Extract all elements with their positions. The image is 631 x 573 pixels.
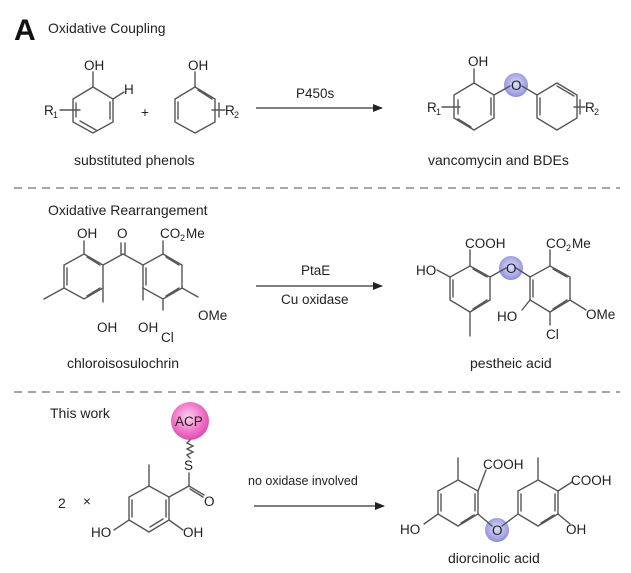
molecule-phenol-2: OH R 2 <box>174 58 239 134</box>
svg-text:HO: HO <box>497 309 517 324</box>
svg-text:Me: Me <box>572 236 591 251</box>
svg-text:CO: CO <box>160 226 180 241</box>
product-caption-2: pestheic acid <box>470 355 552 371</box>
section-heading-oxidative-rearrangement: Oxidative Rearrangement <box>48 202 208 218</box>
svg-text:OH: OH <box>77 226 97 241</box>
svg-text:OH: OH <box>138 320 158 335</box>
acp-highlight <box>171 402 209 440</box>
svg-text:O: O <box>506 261 517 276</box>
molecule-orsellinyl-acp-thioester: ACP S O HO OH <box>91 402 215 540</box>
svg-text:Me: Me <box>186 226 205 241</box>
panel-label: A <box>14 14 36 47</box>
molecule-phenol-1: OH H R 1 <box>44 58 134 134</box>
svg-text:Cl: Cl <box>161 330 174 345</box>
svg-text:2: 2 <box>234 110 239 120</box>
product-caption-3: diorcinolic acid <box>448 550 540 566</box>
ether-oxygen-highlight <box>499 256 523 280</box>
molecule-chloroisosulochrin: OH O CO 2 Me OH OH Cl OMe <box>43 226 227 345</box>
svg-text:OH: OH <box>97 320 117 335</box>
section-heading-this-work: This work <box>50 405 111 421</box>
arrow-label-no-oxidase: no oxidase involved <box>248 474 358 488</box>
svg-text:OH: OH <box>84 58 104 73</box>
acp-label: ACP <box>175 414 203 429</box>
svg-text:COOH: COOH <box>571 473 612 488</box>
svg-text:HO: HO <box>416 263 436 278</box>
svg-text:COOH: COOH <box>483 457 524 472</box>
svg-text:COOH: COOH <box>465 236 506 251</box>
svg-text:H: H <box>124 82 134 97</box>
reactant-caption-2: chloroisosulochrin <box>67 355 179 371</box>
svg-text:Cl: Cl <box>546 327 559 342</box>
svg-text:HO: HO <box>91 525 111 540</box>
svg-text:OH: OH <box>566 522 586 537</box>
svg-text:S: S <box>184 458 193 473</box>
svg-text:O: O <box>204 494 215 509</box>
svg-text:R: R <box>427 100 437 115</box>
multiply-sign: × <box>83 494 91 509</box>
svg-text:1: 1 <box>436 107 441 117</box>
svg-text:2: 2 <box>180 233 185 243</box>
svg-text:2: 2 <box>594 107 599 117</box>
svg-text:1: 1 <box>53 110 58 120</box>
svg-text:CO: CO <box>546 236 566 251</box>
arrow-label-ptae: PtaE <box>301 263 330 278</box>
ether-oxygen-highlight <box>485 518 509 542</box>
svg-text:OH: OH <box>188 58 208 73</box>
svg-text:O: O <box>117 226 128 241</box>
plus-sign: + <box>141 105 149 120</box>
svg-text:OH: OH <box>183 525 203 540</box>
section-heading-oxidative-coupling: Oxidative Coupling <box>48 20 166 36</box>
product-caption-1: vancomycin and BDEs <box>428 152 569 168</box>
svg-text:R: R <box>585 100 595 115</box>
svg-text:2: 2 <box>566 243 571 253</box>
svg-text:R: R <box>225 103 235 118</box>
molecule-pestheic-acid: COOH HO O CO 2 Me HO OMe Cl <box>416 236 615 342</box>
stoichiometry-coefficient: 2 <box>58 495 66 511</box>
svg-text:OH: OH <box>468 54 488 69</box>
svg-text:OMe: OMe <box>198 308 227 323</box>
molecule-diorcinolic-acid: COOH COOH HO O OH <box>400 457 612 542</box>
svg-text:R: R <box>44 103 54 118</box>
arrow-label-cu-oxidase: Cu oxidase <box>281 292 349 307</box>
svg-text:O: O <box>492 523 503 538</box>
arrow-label-p450s: P450s <box>296 86 335 101</box>
svg-text:HO: HO <box>400 522 420 537</box>
molecule-diaryl-ether: OH O R 1 R 2 <box>427 54 599 131</box>
reactant-caption-1: substituted phenols <box>74 152 195 168</box>
svg-text:OMe: OMe <box>586 307 615 322</box>
ether-oxygen-highlight <box>504 73 528 97</box>
svg-text:O: O <box>511 78 522 93</box>
